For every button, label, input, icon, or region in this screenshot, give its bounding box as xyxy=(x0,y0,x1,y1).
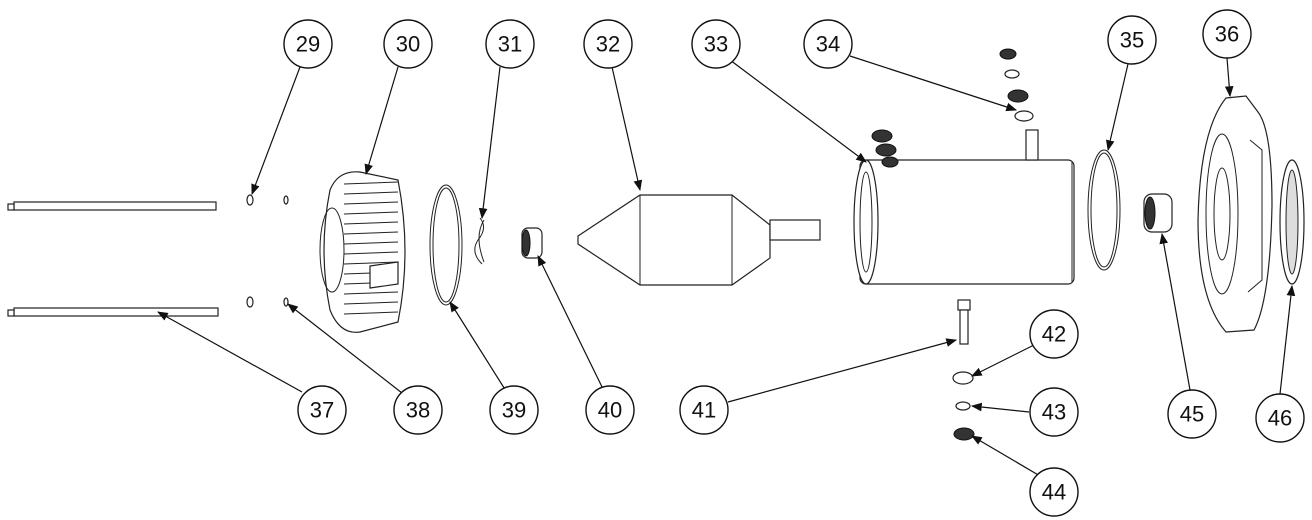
callout-label-29: 29 xyxy=(296,32,320,57)
cooling-fin xyxy=(343,301,399,305)
cooling-fin xyxy=(343,201,399,205)
callout-33: 33 xyxy=(691,19,741,69)
callout-label-33: 33 xyxy=(704,32,728,57)
callout-45: 45 xyxy=(1167,389,1217,439)
part-armature xyxy=(577,194,821,286)
callout-label-43: 43 xyxy=(1042,400,1066,425)
callout-42: 42 xyxy=(1029,309,1079,359)
callout-label-35: 35 xyxy=(1120,28,1144,53)
part-o-ring-39 xyxy=(429,184,463,306)
callout-label-46: 46 xyxy=(1268,406,1292,431)
cooling-fin xyxy=(343,181,399,185)
part-washers-nuts xyxy=(246,194,289,308)
part-seal-ring xyxy=(1279,159,1305,285)
callout-43: 43 xyxy=(1029,387,1079,437)
cooling-fin xyxy=(343,311,399,315)
callout-label-36: 36 xyxy=(1215,22,1239,47)
callout-32: 32 xyxy=(583,19,633,69)
callout-37: 37 xyxy=(297,385,347,435)
cooling-fin xyxy=(343,221,399,225)
callout-40: 40 xyxy=(585,385,635,435)
callout-label-41: 41 xyxy=(692,398,716,423)
callout-label-32: 32 xyxy=(596,32,620,57)
callout-label-45: 45 xyxy=(1180,402,1204,427)
callout-label-31: 31 xyxy=(498,32,522,57)
callout-label-44: 44 xyxy=(1042,480,1066,505)
cooling-fin xyxy=(343,241,399,245)
callout-label-39: 39 xyxy=(502,398,526,423)
part-tie-rods xyxy=(7,201,219,317)
cooling-fin xyxy=(343,231,399,235)
callout-34: 34 xyxy=(803,19,853,69)
part-terminal-hardware xyxy=(871,48,1039,168)
callout-29: 29 xyxy=(283,19,333,69)
part-drive-end-housing xyxy=(1197,95,1273,333)
callout-30: 30 xyxy=(383,19,433,69)
leader-lines xyxy=(157,55,1296,477)
callout-31: 31 xyxy=(485,19,535,69)
cooling-fin xyxy=(343,251,399,255)
part-o-ring-35 xyxy=(1087,149,1121,271)
callout-label-37: 37 xyxy=(310,398,334,423)
callout-44: 44 xyxy=(1029,467,1079,517)
callout-39: 39 xyxy=(489,385,539,435)
cooling-fin xyxy=(343,261,399,265)
part-bearing-45 xyxy=(1143,193,1173,233)
callout-label-34: 34 xyxy=(816,32,840,57)
callout-label-30: 30 xyxy=(396,32,420,57)
callout-label-38: 38 xyxy=(406,398,430,423)
callout-36: 36 xyxy=(1202,9,1252,59)
callout-35: 35 xyxy=(1107,15,1157,65)
callout-38: 38 xyxy=(393,385,443,435)
part-nut-washer-set xyxy=(952,371,975,441)
cooling-fin xyxy=(343,291,399,295)
part-finned-end-cap xyxy=(319,171,406,333)
callout-46: 46 xyxy=(1255,393,1305,443)
callout-label-40: 40 xyxy=(598,398,622,423)
part-bearing-40 xyxy=(521,227,543,259)
part-spring-clip xyxy=(474,217,485,265)
part-bolt xyxy=(957,299,971,345)
cooling-fin xyxy=(343,191,399,195)
cooling-fin xyxy=(343,211,399,215)
callout-label-42: 42 xyxy=(1042,322,1066,347)
callout-41: 41 xyxy=(679,385,729,435)
part-motor-housing xyxy=(853,159,1075,285)
